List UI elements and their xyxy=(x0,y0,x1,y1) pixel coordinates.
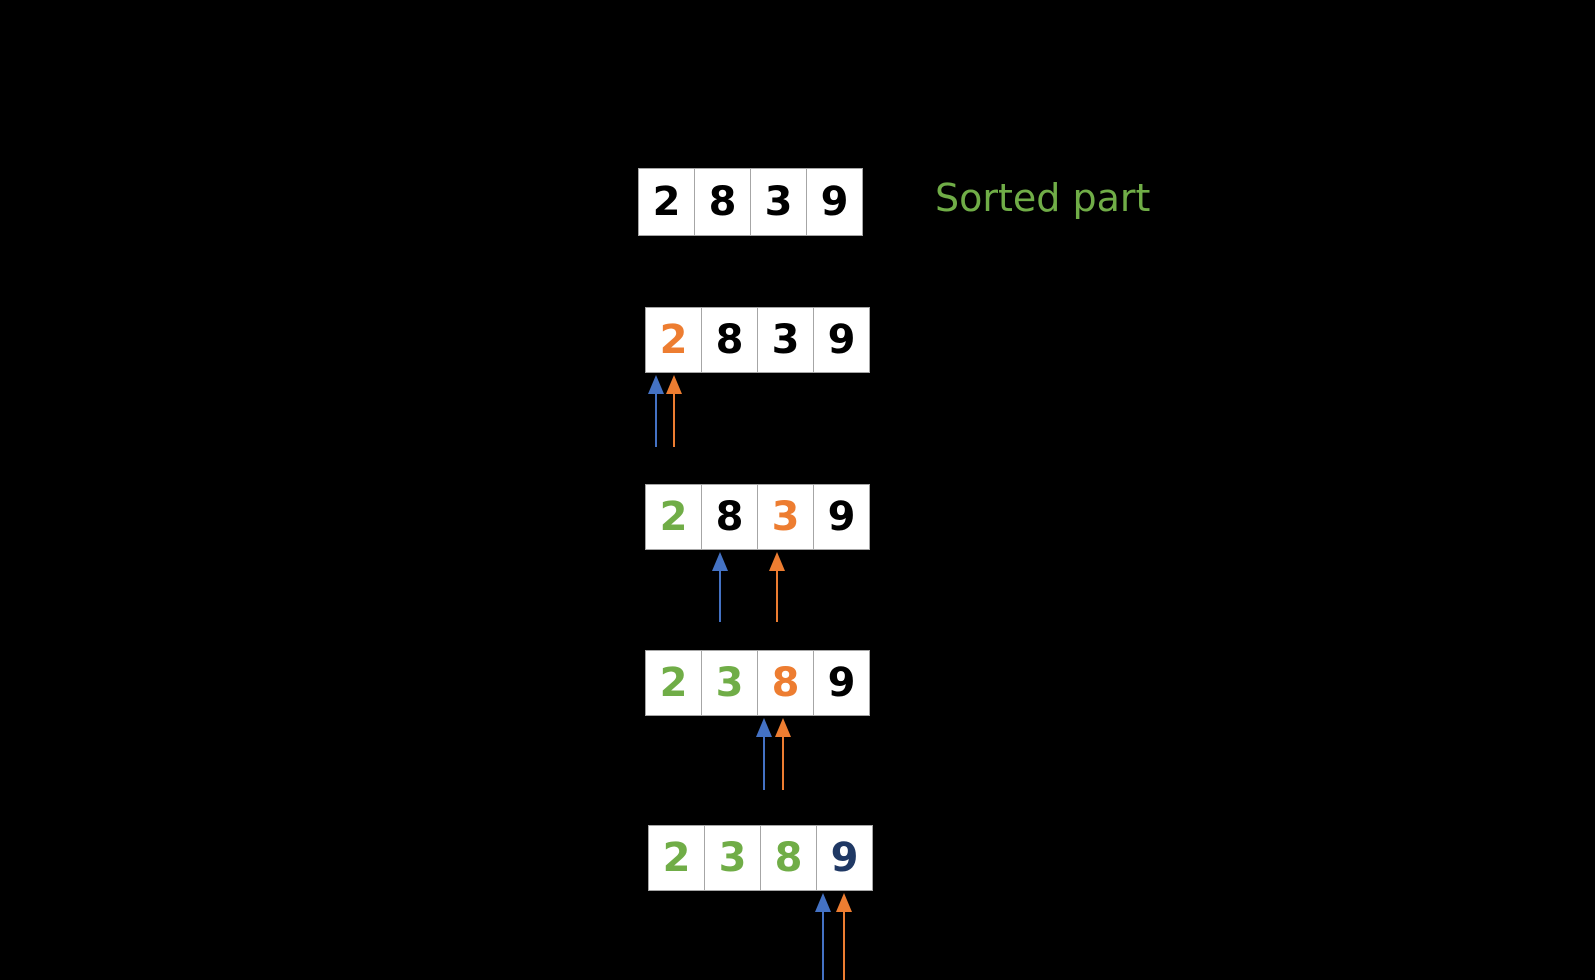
array-cell[interactable]: 9 xyxy=(813,307,870,373)
key-pointer-blue-icon xyxy=(645,375,667,447)
array-cell[interactable]: 3 xyxy=(704,825,761,891)
array-cell[interactable]: 8 xyxy=(760,825,817,891)
array-cell[interactable]: 9 xyxy=(816,825,873,891)
array-cell[interactable]: 3 xyxy=(757,307,814,373)
scan-pointer-orange-icon xyxy=(766,552,788,622)
array-cell[interactable]: 9 xyxy=(813,484,870,550)
array-cell[interactable]: 2 xyxy=(648,825,705,891)
array-cell[interactable]: 2 xyxy=(638,168,695,236)
scan-pointer-orange-icon xyxy=(663,375,685,447)
array-cell[interactable]: 3 xyxy=(701,650,758,716)
array-cell[interactable]: 9 xyxy=(813,650,870,716)
array-cell[interactable]: 9 xyxy=(806,168,863,236)
array-cell[interactable]: 2 xyxy=(645,307,702,373)
array-cell[interactable]: 8 xyxy=(701,307,758,373)
key-pointer-blue-icon xyxy=(812,893,834,980)
array-cell[interactable]: 2 xyxy=(645,650,702,716)
array-cell[interactable]: 8 xyxy=(694,168,751,236)
scan-pointer-orange-icon xyxy=(772,718,794,790)
sorted-part-legend: Sorted part xyxy=(935,176,1151,220)
key-pointer-blue-icon xyxy=(709,552,731,622)
array-cell[interactable]: 8 xyxy=(701,484,758,550)
key-pointer-blue-icon xyxy=(753,718,775,790)
scan-pointer-orange-icon xyxy=(833,893,855,980)
array-cell[interactable]: 8 xyxy=(757,650,814,716)
array-cell[interactable]: 3 xyxy=(757,484,814,550)
array-cell[interactable]: 2 xyxy=(645,484,702,550)
array-cell[interactable]: 3 xyxy=(750,168,807,236)
